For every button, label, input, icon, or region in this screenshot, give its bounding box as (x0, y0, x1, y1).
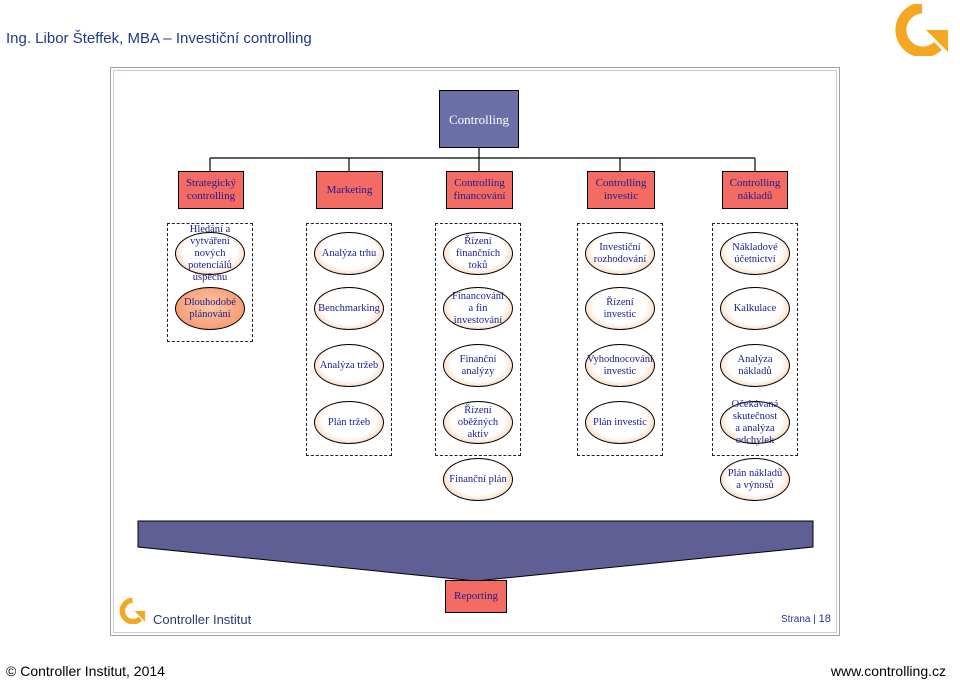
reporting-box: Reporting (445, 580, 507, 613)
footer-copyright: © Controller Institut, 2014 (6, 663, 165, 679)
task-benchmarking: Benchmarking (314, 287, 384, 330)
column-marketing-group (306, 223, 392, 456)
footer-website-link[interactable]: www.controlling.cz (830, 663, 946, 679)
area-strategicky-controlling: Strategický controlling (178, 171, 244, 209)
column-investment-group (577, 223, 663, 456)
page-indicator: Strana | 18 (781, 613, 831, 625)
controller-institut-logo-icon (895, 4, 948, 56)
task-financovani-investovani: Financování a fin investování (443, 287, 513, 330)
task-analyza-trzeb: Analýza tržeb (314, 344, 384, 387)
reporting-arrow-shape (137, 520, 814, 582)
slide-frame-inner (113, 70, 837, 633)
area-controlling-nakladu: Controlling nákladů (722, 171, 788, 209)
area-marketing: Marketing (316, 171, 383, 209)
task-hledani-potencialu: Hledání a vytváření nových potenciálů ús… (175, 224, 245, 283)
task-investicni-rozhodovani: Investiční rozhodování (585, 232, 655, 275)
column-financing-group (435, 223, 521, 456)
task-dlouhodobe-planovani: Dlouhodobé plánování (175, 287, 245, 330)
task-vyhodnocovani-investic: Vyhodnocování investic (585, 344, 655, 387)
controller-institut-wordmark: Controller Institut (153, 612, 252, 627)
task-rizeni-financnich-toku: Řízení finančních toků (443, 232, 513, 275)
task-rizeni-investic: Řízení investic (585, 287, 655, 330)
controller-institut-small-logo-icon (119, 598, 146, 624)
area-controlling-financovani: Controlling financování (446, 171, 513, 209)
task-kalkulace: Kalkulace (720, 287, 790, 330)
slide-header-title: Ing. Libor Šteffek, MBA – Investiční con… (6, 30, 312, 47)
area-controlling-investic: Controlling investic (587, 171, 655, 209)
column-strategic-group (167, 223, 253, 342)
task-financni-analyzy: Finanční analýzy (443, 344, 513, 387)
task-nakladove-ucetnictvi: Nákladové účetnictví (720, 232, 790, 275)
column-cost-group (712, 223, 798, 456)
task-analyza-nakladu: Analýza nákladů (720, 344, 790, 387)
task-plan-nakladu-vynosu: Plán nákladů a výnosů (720, 458, 790, 501)
task-analyza-trhu: Analýza trhu (314, 232, 384, 275)
task-ocekavana-skutecnost: Očekávaná skutečnost a analýza odchylek (720, 399, 790, 446)
page-number: 18 (818, 613, 831, 625)
page-label: Strana (781, 614, 811, 625)
controlling-root-box: Controlling (439, 90, 519, 148)
task-plan-trzeb: Plán tržeb (314, 401, 384, 444)
task-plan-investic: Plán investic (585, 401, 655, 444)
task-financni-plan: Finanční plán (443, 458, 513, 501)
slide-frame (110, 67, 840, 636)
task-rizeni-obeznych-aktiv: Řízení oběžných aktiv (443, 401, 513, 444)
